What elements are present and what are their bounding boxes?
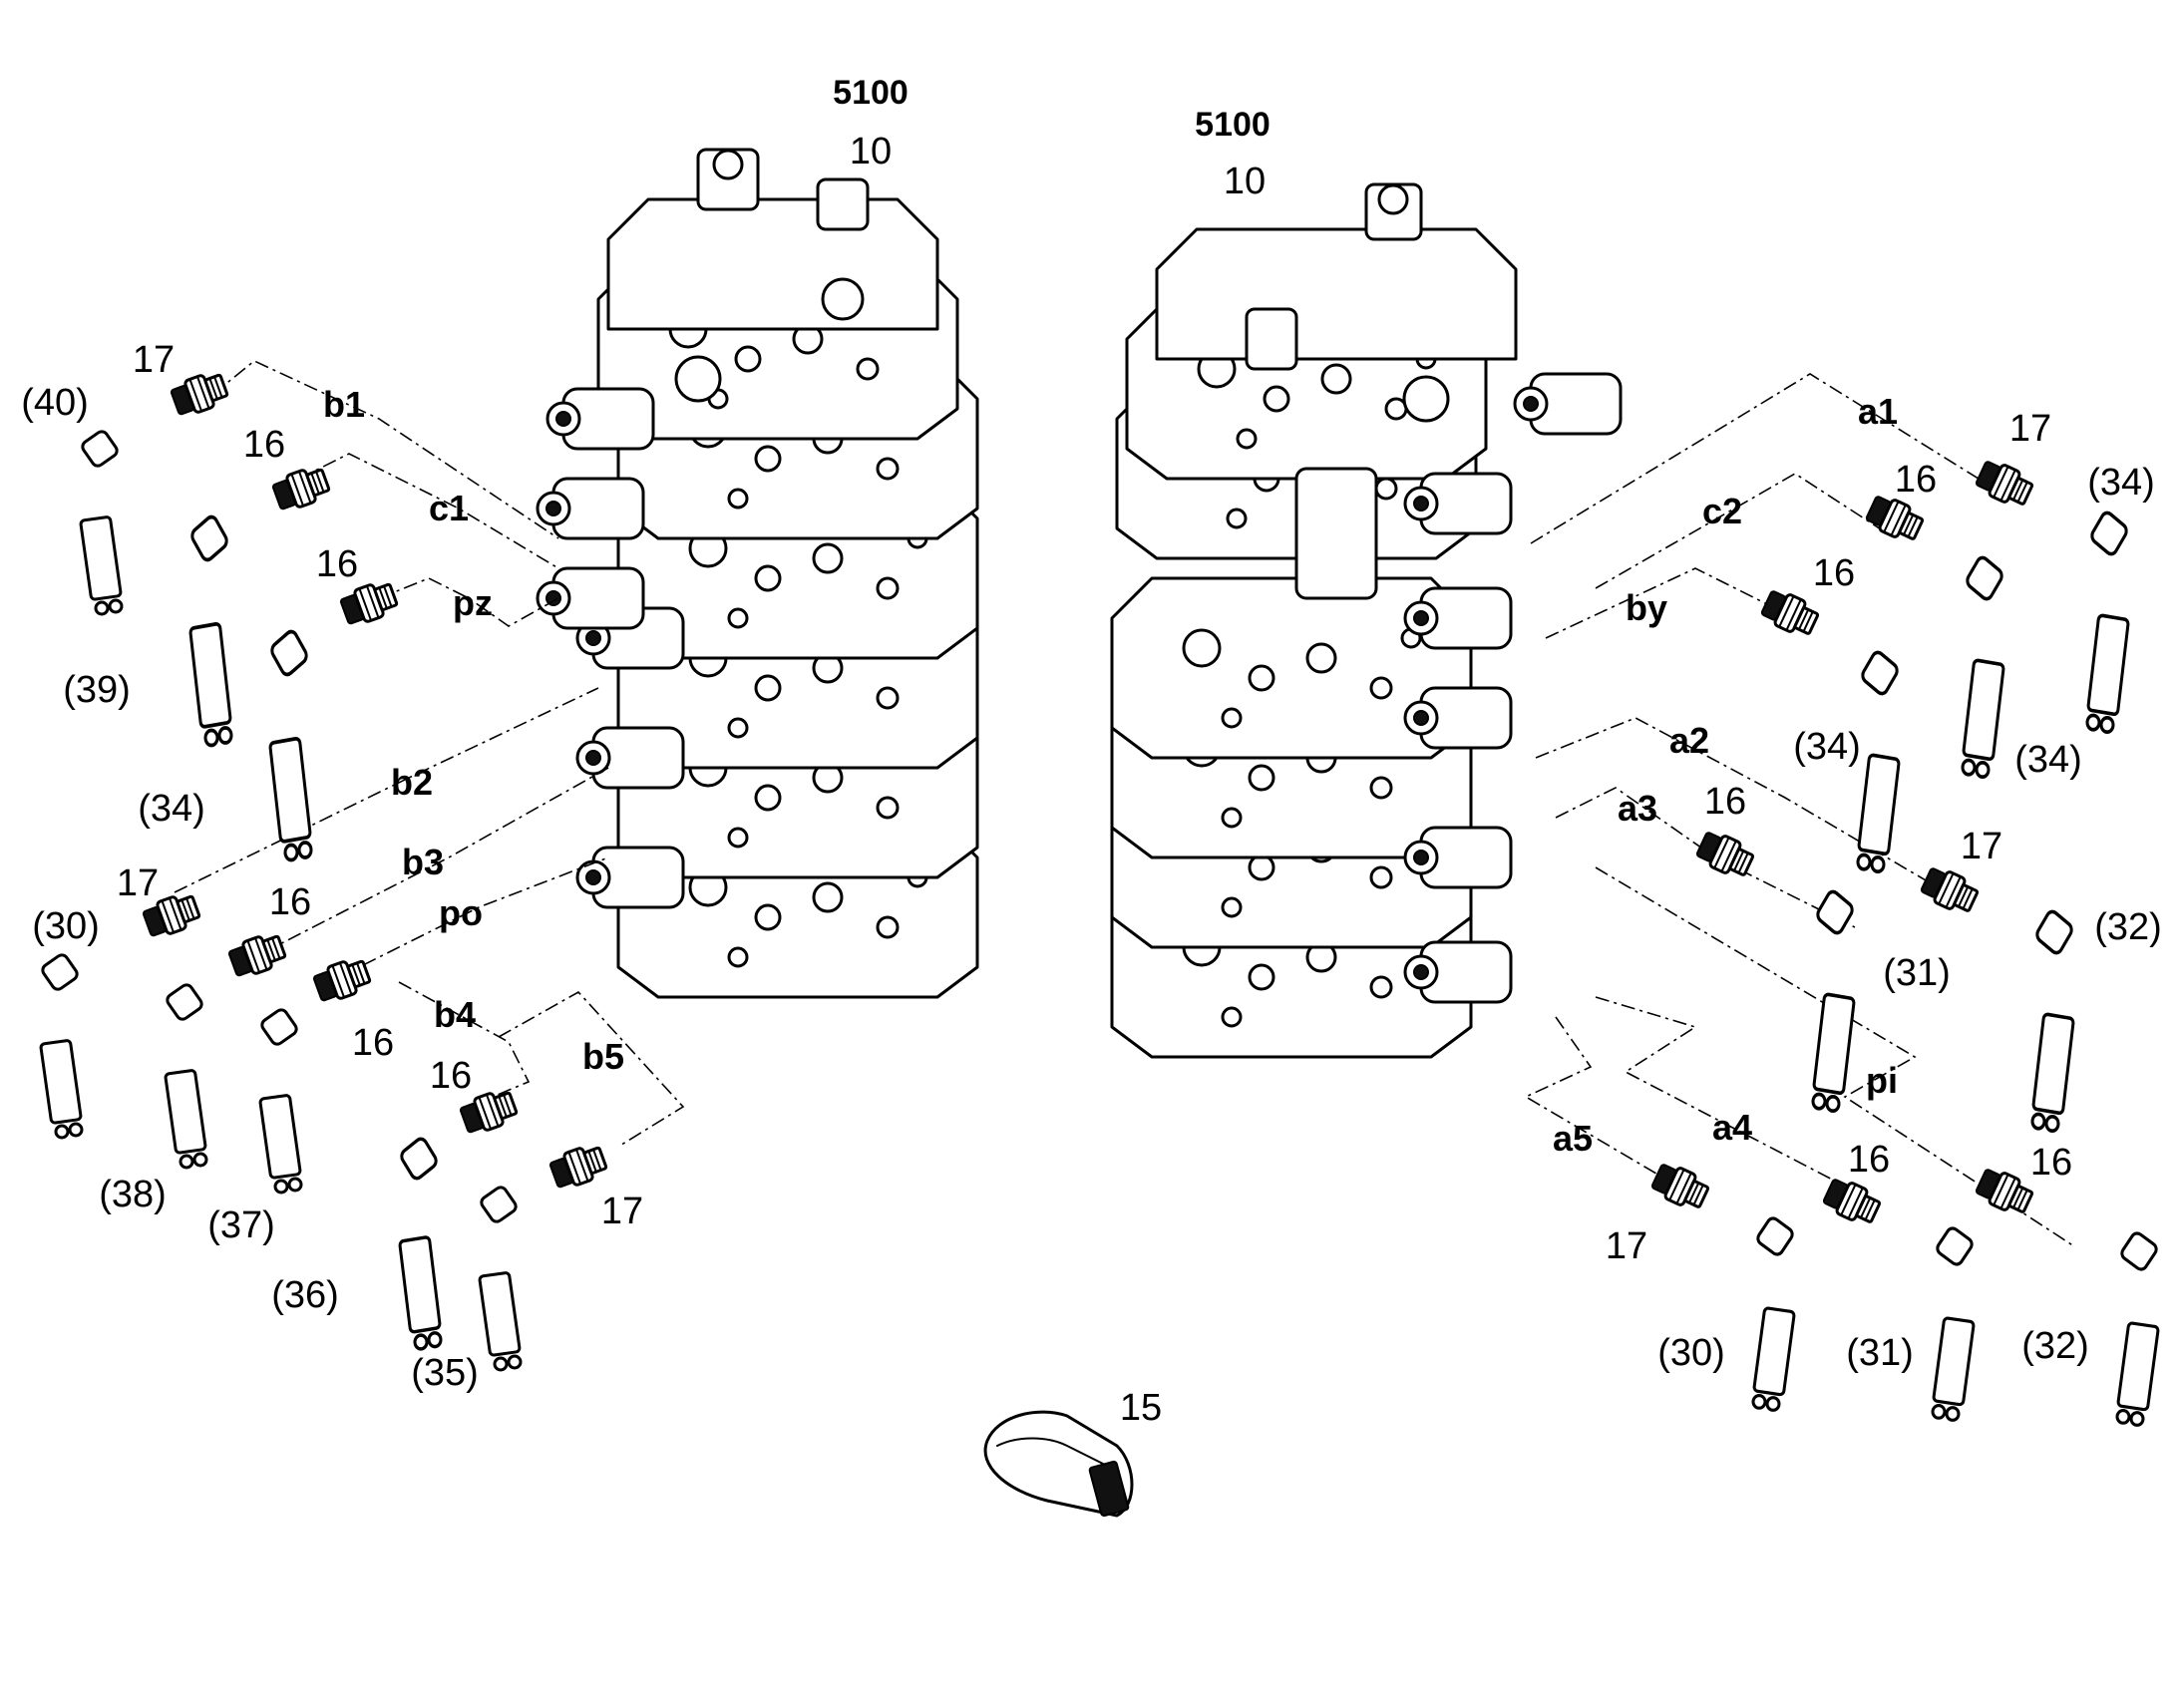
label-hose-35: (35) [411,1352,479,1394]
port-b5: b5 [582,1036,624,1077]
label-hose-31-right-b: (31) [1846,1332,1914,1374]
label-hose-36: (36) [271,1274,339,1316]
hose-30-left [41,953,82,1138]
fitting-number-labels: 17 16 16 17 16 16 16 17 17 16 16 16 17 1… [117,339,2072,1267]
port-pz: pz [453,582,493,623]
label-16-b4: 16 [430,1055,472,1097]
hose-34-left [270,629,311,860]
label-hose-30-left: (30) [32,905,100,947]
fitting-16-a3 [1692,827,1758,882]
right-valve-body [1110,182,1623,1059]
port-b3: b3 [402,842,444,882]
left-valve-body [536,148,979,999]
hose-37 [260,1008,301,1193]
fitting-16-po [310,953,374,1007]
left-group-code: 5100 [833,74,908,112]
hose-34-right-a [2087,511,2128,733]
port-c2: c2 [1702,491,1742,531]
label-hose-31-right-a: (31) [1883,952,1951,994]
left-fittings [140,367,610,1194]
label-17-a1: 17 [2009,408,2051,450]
hose-31-right-b [1933,1226,1974,1421]
fitting-17-b1 [168,367,231,421]
label-17-b1: 17 [133,339,175,381]
label-16-by: 16 [1813,552,1855,594]
fitting-17-a5 [1647,1159,1713,1214]
fitting-17-a1 [1972,456,2037,512]
hose-35 [480,1186,521,1370]
label-17-a2: 17 [1961,826,2002,867]
hose-34-right-c [1858,650,1899,872]
fitting-16-a4 [1819,1174,1885,1229]
hose-number-labels: (40) (39) (34) (30) (38) (37) (36) (35) … [21,382,2162,1394]
label-hose-34-left: (34) [138,788,205,830]
hose-32-right-a [2032,909,2073,1132]
strap-item-number: 15 [1120,1387,1162,1429]
label-hose-39: (39) [63,669,131,711]
label-16-po: 16 [352,1022,394,1064]
hose-38 [166,983,206,1168]
label-hose-34-right-b: (34) [1793,726,1861,768]
port-b2: b2 [391,762,433,803]
hose-32-right-b [2117,1231,2158,1426]
label-hose-34-right-c: (34) [2014,739,2082,781]
port-po: po [439,892,483,933]
label-hose-38: (38) [99,1174,167,1215]
label-hose-34-right-a: (34) [2087,462,2155,504]
right-group-code: 5100 [1195,106,1271,144]
fitting-16-c1 [269,462,333,515]
right-hoses [1753,511,2158,1426]
label-17-b5: 17 [601,1191,643,1232]
port-by: by [1626,587,1667,628]
right-item-number: 10 [1224,161,1266,202]
label-16-c1: 16 [243,424,285,466]
label-16-a3: 16 [1704,781,1746,823]
fitting-17-a2 [1917,862,1983,918]
port-a4: a4 [1712,1107,1752,1148]
label-17-a5: 17 [1606,1225,1647,1267]
label-16-c2: 16 [1895,459,1937,501]
port-a2: a2 [1669,720,1709,761]
hose-31-right-a [1813,889,1854,1112]
label-hose-30-right: (30) [1657,1332,1725,1374]
right-valve-block: 5100 10 [1110,106,1623,1059]
fitting-16-b3 [225,928,289,982]
hose-36 [400,1137,441,1349]
hose-30-right [1753,1216,1794,1411]
right-leader-lines [1524,373,2075,1247]
label-hose-32-right-b: (32) [2021,1325,2089,1367]
hose-40 [81,430,122,614]
port-b4: b4 [434,994,476,1035]
label-16-b3: 16 [269,881,311,923]
port-c1: c1 [429,488,469,528]
label-hose-32-right-a: (32) [2094,906,2162,948]
fitting-17-b5 [546,1140,610,1194]
fitting-16-by [1757,585,1823,641]
label-hose-40: (40) [21,382,89,424]
label-16-pi: 16 [2030,1142,2072,1184]
port-labels: b1 c1 pz b2 b3 po b4 b5 a1 c2 by a2 a3 p… [323,384,1898,1159]
fitting-16-pi [1972,1164,2037,1219]
left-leader-lines [174,360,685,1148]
left-valve-block: 5100 10 [536,74,979,999]
port-a3: a3 [1618,788,1657,829]
fitting-16-pz [337,576,401,630]
label-hose-37: (37) [207,1204,275,1246]
port-a5: a5 [1553,1118,1593,1159]
strap-15: 15 [983,1387,1162,1518]
label-17-b2: 17 [117,862,159,904]
port-b1: b1 [323,384,365,425]
label-16-pz: 16 [316,543,358,585]
hose-39 [190,514,231,746]
port-a1: a1 [1858,391,1898,432]
port-pi: pi [1866,1060,1898,1101]
hose-34-right-b [1963,555,2003,778]
label-16-a4: 16 [1848,1139,1890,1181]
left-item-number: 10 [850,131,892,172]
